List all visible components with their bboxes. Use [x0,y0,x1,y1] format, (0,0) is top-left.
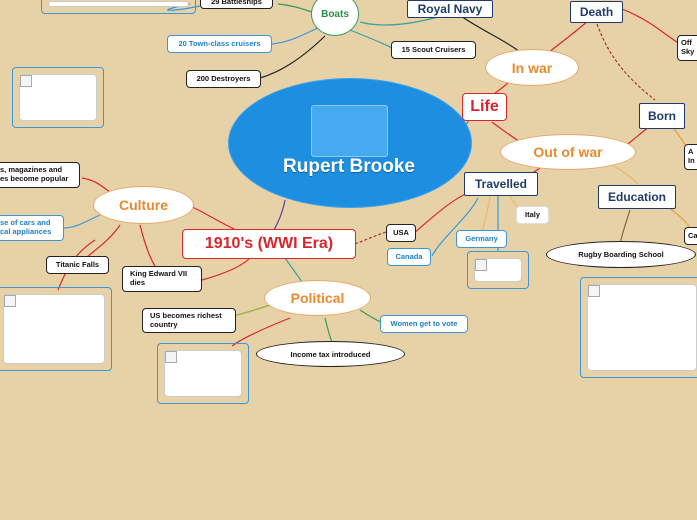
culture-topic[interactable]: Culture [93,186,194,224]
out-of-war-topic[interactable]: Out of war [500,134,636,170]
education-detail-node[interactable]: Ca [684,227,697,245]
rugby-node[interactable]: Rugby Boarding School [546,241,696,268]
royal-navy-topic[interactable]: Royal Navy [407,0,493,18]
titanic-node[interactable]: Titanic Falls [46,256,109,274]
image-placeholder-political[interactable] [157,343,249,404]
political-topic[interactable]: Political [264,280,371,316]
central-topic-label: Rupert Brooke [283,156,415,177]
boats-topic[interactable]: Boats [311,0,359,36]
image-placeholder-culture-top[interactable] [12,67,104,128]
magazines-node[interactable]: s, magazines and es become popular [0,162,80,188]
born-topic[interactable]: Born [639,103,685,129]
central-image-placeholder [311,105,388,157]
in-war-topic[interactable]: In war [485,49,579,86]
canada-node[interactable]: Canada [387,248,431,266]
richest-node[interactable]: US becomes richest country [142,308,236,333]
image-placeholder-boats[interactable] [41,0,196,14]
germany-node[interactable]: Germany [456,230,507,248]
born-detail-node[interactable]: A In [684,144,697,170]
education-topic[interactable]: Education [598,185,676,209]
death-detail-node[interactable]: Off Sky [677,35,697,61]
image-placeholder-education[interactable] [580,277,697,378]
life-topic[interactable]: Life [462,93,507,121]
battleships-node[interactable]: 29 Battleships [200,0,273,9]
era-topic[interactable]: 1910's (WWI Era) [182,229,356,259]
town-cruisers-node[interactable]: 20 Town-class cruisers [167,35,272,53]
women-vote-node[interactable]: Women get to vote [380,315,468,333]
edward-node[interactable]: King Edward VII dies [122,266,202,292]
death-topic[interactable]: Death [570,1,623,23]
scout-cruisers-node[interactable]: 15 Scout Cruisers [391,41,476,59]
image-placeholder-travelled[interactable] [467,251,529,289]
italy-node[interactable]: Italy [516,206,549,224]
destroyers-node[interactable]: 200 Destroyers [186,70,261,88]
travelled-topic[interactable]: Travelled [464,172,538,196]
usa-node[interactable]: USA [386,224,416,242]
image-placeholder-culture-bottom[interactable] [0,287,112,371]
income-tax-node[interactable]: Income tax introduced [256,341,405,367]
cars-node[interactable]: se of cars and cal appliances [0,215,64,241]
